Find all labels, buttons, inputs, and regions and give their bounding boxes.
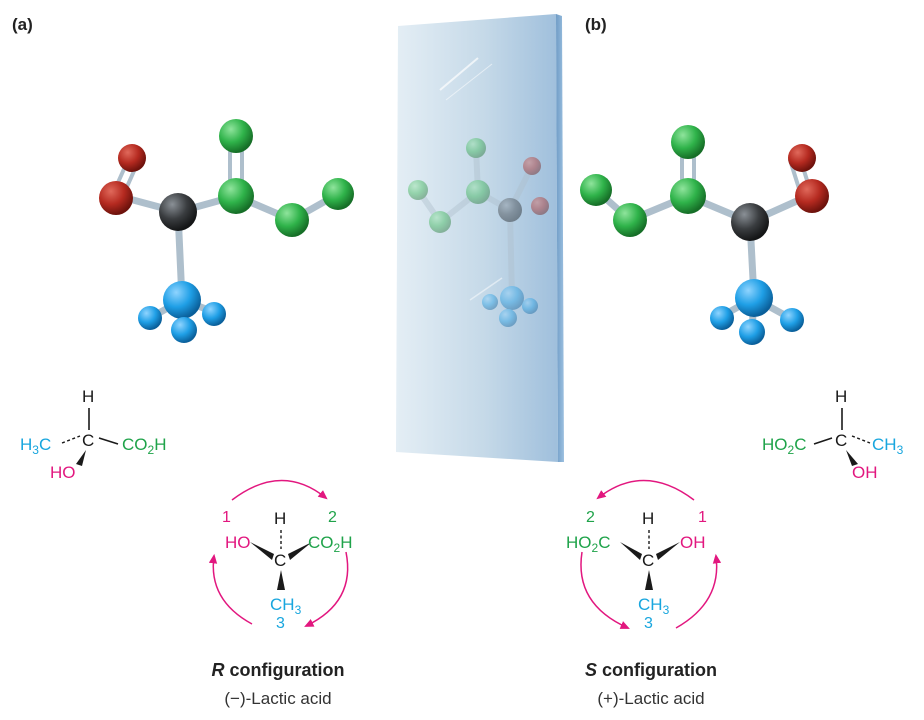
priority-1: 1 [222, 509, 231, 526]
atom-h: H [642, 509, 654, 528]
panel-label-a: (a) [12, 15, 33, 34]
atom-ho2c: HO2C [762, 435, 806, 457]
priority-diagram-r: 1 2 H HO C CO2H CH3 3 [208, 479, 352, 632]
structure-r-wedge: H H3C C CO2H HO [20, 387, 166, 482]
atom-c: C [274, 551, 286, 570]
caption-s-subtitle: (+)-Lactic acid [597, 689, 704, 708]
caption-r-title: R configuration [212, 660, 345, 680]
atom-oh: OH [680, 533, 706, 552]
priority-1: 1 [698, 509, 707, 526]
atom-c: C [642, 551, 654, 570]
molecule-model-r [99, 119, 354, 343]
atom-ho2c: HO2C [566, 533, 610, 555]
mirror-reflection [408, 138, 549, 327]
atom-h3c: H3C [20, 435, 51, 457]
atom-ch3: CH3 [270, 595, 302, 617]
priority-2: 2 [586, 509, 595, 526]
molecule-model-s [580, 125, 829, 345]
mirror [396, 14, 564, 462]
atom-c: C [82, 431, 94, 450]
priority-3: 3 [644, 615, 653, 632]
priority-3: 3 [276, 615, 285, 632]
panel-label-b: (b) [585, 15, 607, 34]
atom-h: H [835, 387, 847, 406]
atom-h: H [82, 387, 94, 406]
atom-co2h: CO2H [308, 533, 352, 555]
atom-co2h: CO2H [122, 435, 166, 457]
atom-ho: HO [225, 533, 251, 552]
atom-h: H [274, 509, 286, 528]
atom-ch3: CH3 [872, 435, 904, 457]
structure-s-wedge: H HO2C C CH3 OH [762, 387, 904, 482]
caption-s-title: S configuration [585, 660, 717, 680]
atom-oh: OH [852, 463, 878, 482]
priority-diagram-s: 2 1 H HO2C C OH CH3 3 [566, 479, 722, 632]
atom-ho: HO [50, 463, 76, 482]
caption-r-subtitle: (−)-Lactic acid [224, 689, 331, 708]
atom-c: C [835, 431, 847, 450]
atom-ch3: CH3 [638, 595, 670, 617]
priority-2: 2 [328, 509, 337, 526]
